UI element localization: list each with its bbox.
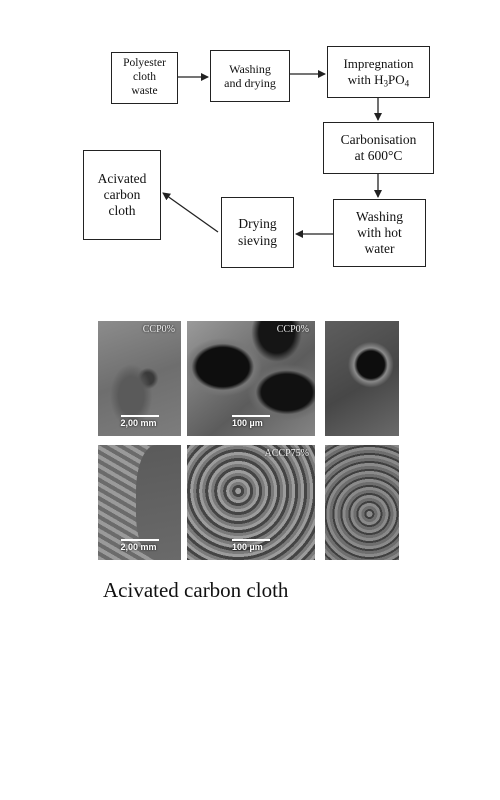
sem-scale-bar: 100 µm bbox=[232, 539, 270, 552]
sem-image-ccp0-detail bbox=[325, 321, 399, 436]
step-label: Carbonisation at 600°C bbox=[340, 131, 417, 163]
sem-tag: ACCP75% bbox=[264, 448, 309, 459]
formula-po: PO bbox=[388, 72, 405, 87]
formula-sub-4: 4 bbox=[404, 78, 410, 89]
sem-tag: CCP0% bbox=[142, 324, 175, 335]
step-drying-sieving: Drying sieving bbox=[221, 197, 294, 268]
formula-sub-3: 3 bbox=[383, 78, 389, 89]
sem-image-accp-detail bbox=[325, 445, 399, 560]
step-carbonisation: Carbonisation at 600°C bbox=[323, 122, 434, 174]
sem-scale-bar: 100 µm bbox=[232, 415, 270, 428]
step-washing-hot-water: Washing with hot water bbox=[333, 199, 426, 267]
sem-scale-bar: 2,00 mm bbox=[121, 539, 159, 552]
step-label: Drying sieving bbox=[238, 216, 277, 248]
step-label: Acivated carbon cloth bbox=[97, 170, 147, 219]
step-label-line1: Impregnation bbox=[343, 56, 414, 72]
sem-image-accp-low-mag: 2,00 mm bbox=[98, 445, 181, 560]
step-polyester-cloth-waste: Polyester cloth waste bbox=[111, 52, 178, 104]
step-washing-drying: Washing and drying bbox=[210, 50, 290, 102]
step-label: Washing and drying bbox=[224, 61, 276, 90]
step-label: Polyester cloth waste bbox=[123, 57, 166, 97]
step-label: Washing with hot water bbox=[356, 208, 403, 257]
arrow-6-7 bbox=[162, 192, 219, 233]
formula-prefix: with H bbox=[347, 72, 384, 87]
sem-tag: CCP0% bbox=[276, 324, 309, 335]
step-label-line2: with H3PO4 bbox=[343, 72, 413, 88]
sem-image-ccp0-high-mag: CCP0% 100 µm bbox=[187, 321, 315, 436]
sem-scale-bar: 2,00 mm bbox=[121, 415, 159, 428]
figure-caption: Acivated carbon cloth bbox=[103, 578, 289, 602]
sem-image-accp75-high-mag: ACCP75% 100 µm bbox=[187, 445, 315, 560]
step-impregnation: Impregnation with H3PO4 bbox=[327, 46, 430, 98]
sem-image-ccp0-low-mag: CCP0% 2,00 mm bbox=[98, 321, 181, 436]
step-activated-carbon-cloth: Acivated carbon cloth bbox=[83, 150, 161, 240]
step-label: Impregnation with H3PO4 bbox=[343, 56, 413, 87]
